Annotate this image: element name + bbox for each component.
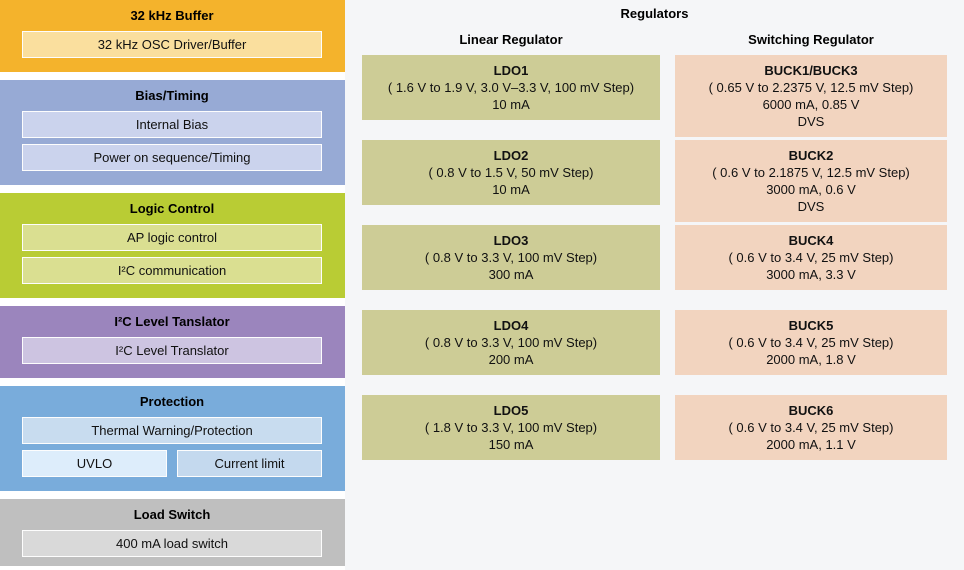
ldo5-name: LDO5 xyxy=(493,403,529,418)
ldo5-current: 150 mA xyxy=(488,437,534,452)
buck1-buck3-dvs: DVS xyxy=(797,114,825,129)
block-protection-title: Protection xyxy=(139,394,205,409)
buck4-name: BUCK4 xyxy=(788,233,834,248)
ldo3-range: ( 0.8 V to 3.3 V, 100 mV Step) xyxy=(424,250,598,265)
block-32khz-buffer: 32 kHz Buffer 32 kHz OSC Driver/Buffer xyxy=(0,0,345,72)
cell-i2c-communication: I²C communication xyxy=(22,257,322,284)
block-bias-timing: Bias/Timing Internal Bias Power on seque… xyxy=(0,80,345,185)
block-32khz-buffer-title: 32 kHz Buffer xyxy=(130,8,214,23)
cell-internal-bias: Internal Bias xyxy=(22,111,322,138)
protection-sub-row: UVLO Current limit xyxy=(22,450,322,477)
cell-osc-driver-buffer: 32 kHz OSC Driver/Buffer xyxy=(22,31,322,58)
cell-power-on-sequence: Power on sequence/Timing xyxy=(22,144,322,171)
ldo4-box: LDO4 ( 0.8 V to 3.3 V, 100 mV Step) 200 … xyxy=(362,310,660,375)
block-logic-control-title: Logic Control xyxy=(129,201,215,216)
block-i2c-level-translator: I²C Level Tanslator I²C Level Translator xyxy=(0,306,345,378)
ldo2-box: LDO2 ( 0.8 V to 1.5 V, 50 mV Step) 10 mA xyxy=(362,140,660,205)
regulator-column-headers: Linear Regulator Switching Regulator xyxy=(345,31,964,49)
buck2-name: BUCK2 xyxy=(788,148,834,163)
buck6-name: BUCK6 xyxy=(788,403,834,418)
block-load-switch: Load Switch 400 mA load switch xyxy=(0,499,345,566)
ldo2-range: ( 0.8 V to 1.5 V, 50 mV Step) xyxy=(428,165,594,180)
buck4-range: ( 0.6 V to 3.4 V, 25 mV Step) xyxy=(728,250,894,265)
ldo5-range: ( 1.8 V to 3.3 V, 100 mV Step) xyxy=(424,420,598,435)
ldo2-name: LDO2 xyxy=(493,148,529,163)
buck1-buck3-name: BUCK1/BUCK3 xyxy=(764,63,858,78)
buck6-range: ( 0.6 V to 3.4 V, 25 mV Step) xyxy=(728,420,894,435)
cell-current-limit: Current limit xyxy=(177,450,322,477)
ldo1-box: LDO1 ( 1.6 V to 1.9 V, 3.0 V–3.3 V, 100 … xyxy=(362,55,660,120)
buck4-box: BUCK4 ( 0.6 V to 3.4 V, 25 mV Step) 3000… xyxy=(675,225,947,290)
buck2-box: BUCK2 ( 0.6 V to 2.1875 V, 12.5 mV Step)… xyxy=(675,140,947,222)
regulator-grid: LDO1 ( 1.6 V to 1.9 V, 3.0 V–3.3 V, 100 … xyxy=(345,55,964,480)
cell-uvlo: UVLO xyxy=(22,450,167,477)
ldo4-range: ( 0.8 V to 3.3 V, 100 mV Step) xyxy=(424,335,598,350)
buck6-current: 2000 mA, 1.1 V xyxy=(766,437,856,452)
buck5-name: BUCK5 xyxy=(788,318,834,333)
ldo3-name: LDO3 xyxy=(493,233,529,248)
ldo1-name: LDO1 xyxy=(493,63,529,78)
buck1-buck3-box: BUCK1/BUCK3 ( 0.65 V to 2.2375 V, 12.5 m… xyxy=(675,55,947,137)
buck4-current: 3000 mA, 3.3 V xyxy=(766,267,856,282)
ldo3-current: 300 mA xyxy=(488,267,534,282)
cell-load-switch: 400 mA load switch xyxy=(22,530,322,557)
switching-regulator-header: Switching Regulator xyxy=(748,32,874,47)
ldo5-box: LDO5 ( 1.8 V to 3.3 V, 100 mV Step) 150 … xyxy=(362,395,660,460)
buck6-box: BUCK6 ( 0.6 V to 3.4 V, 25 mV Step) 2000… xyxy=(675,395,947,460)
block-i2c-level-translator-title: I²C Level Tanslator xyxy=(114,314,230,329)
cell-thermal-warning-protection: Thermal Warning/Protection xyxy=(22,417,322,444)
buck2-range: ( 0.6 V to 2.1875 V, 12.5 mV Step) xyxy=(712,165,910,180)
function-blocks-column: 32 kHz Buffer 32 kHz OSC Driver/Buffer B… xyxy=(0,0,345,570)
buck2-dvs: DVS xyxy=(797,199,825,214)
block-load-switch-title: Load Switch xyxy=(133,507,211,522)
regulators-panel: Regulators Linear Regulator Switching Re… xyxy=(345,0,964,570)
linear-regulator-header: Linear Regulator xyxy=(459,32,563,47)
cell-ap-logic-control: AP logic control xyxy=(22,224,322,251)
ldo2-current: 10 mA xyxy=(492,182,530,197)
ldo1-range: ( 1.6 V to 1.9 V, 3.0 V–3.3 V, 100 mV St… xyxy=(387,80,635,95)
buck5-box: BUCK5 ( 0.6 V to 3.4 V, 25 mV Step) 2000… xyxy=(675,310,947,375)
buck5-range: ( 0.6 V to 3.4 V, 25 mV Step) xyxy=(728,335,894,350)
block-protection: Protection Thermal Warning/Protection UV… xyxy=(0,386,345,491)
ldo4-current: 200 mA xyxy=(488,352,534,367)
buck1-buck3-current: 6000 mA, 0.85 V xyxy=(762,97,860,112)
buck2-current: 3000 mA, 0.6 V xyxy=(766,182,856,197)
buck1-buck3-range: ( 0.65 V to 2.2375 V, 12.5 mV Step) xyxy=(708,80,914,95)
ldo1-current: 10 mA xyxy=(492,97,530,112)
ldo3-box: LDO3 ( 0.8 V to 3.3 V, 100 mV Step) 300 … xyxy=(362,225,660,290)
block-bias-timing-title: Bias/Timing xyxy=(135,88,209,103)
regulators-title: Regulators xyxy=(620,6,689,21)
ldo4-name: LDO4 xyxy=(493,318,529,333)
cell-i2c-level-translator: I²C Level Translator xyxy=(22,337,322,364)
block-logic-control: Logic Control AP logic control I²C commu… xyxy=(0,193,345,298)
buck5-current: 2000 mA, 1.8 V xyxy=(766,352,856,367)
